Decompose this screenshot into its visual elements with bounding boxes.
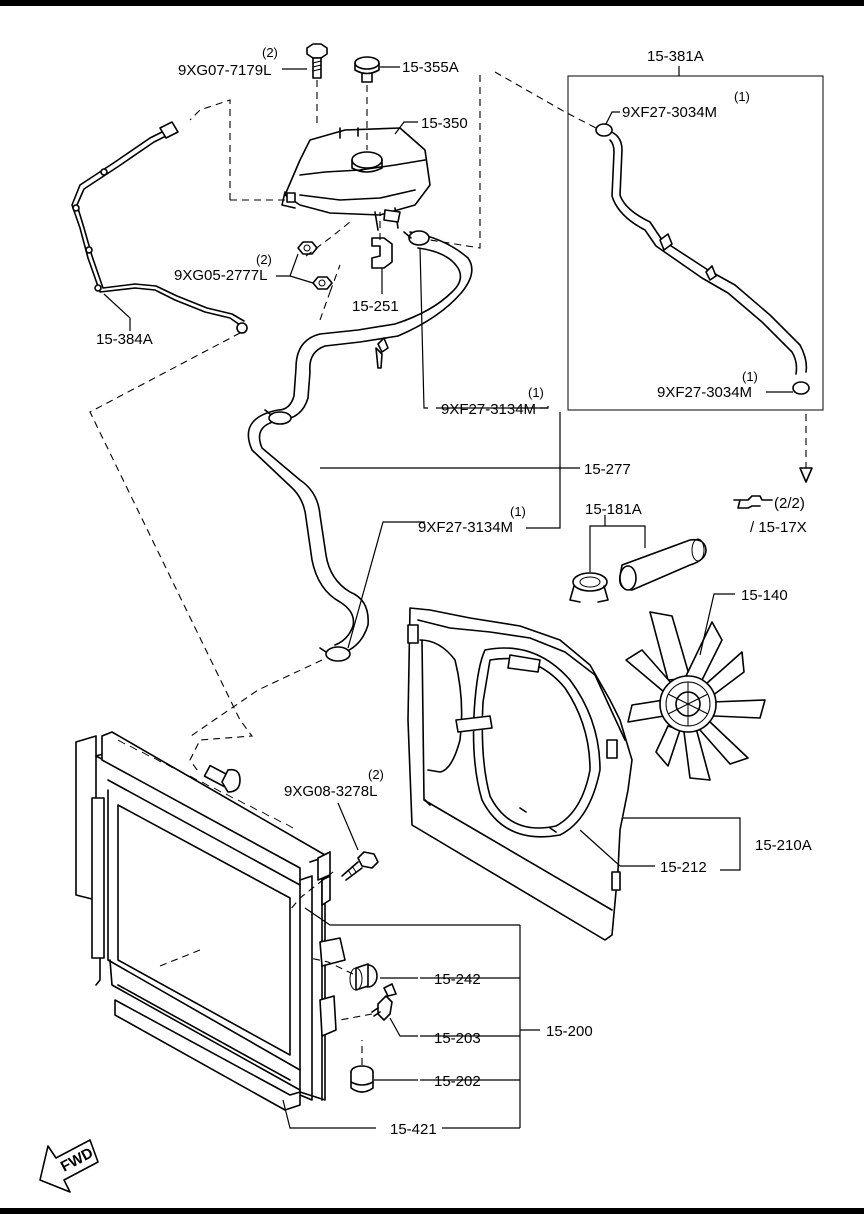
hose-381a-box [567, 75, 824, 411]
nut-left-qty: (2) [256, 252, 272, 267]
radiator-cushion [349, 963, 378, 991]
tank-bracket [371, 237, 393, 269]
upper-hose-clip-lower [319, 646, 351, 662]
clip-381a-bottom-qty: (1) [742, 369, 758, 384]
bolt-radiator-label: 9XG08-3278L [284, 783, 377, 800]
fan-shroud [407, 607, 633, 941]
cooling-fan [625, 611, 766, 781]
tank-label: 15-350 [421, 115, 468, 132]
top-border [0, 0, 864, 6]
radiator-assy-label: 15-200 [546, 1023, 593, 1040]
nut-left-lower [312, 276, 333, 290]
upper-hose-label: 15-277 [584, 461, 631, 478]
hose-381a-label: 15-381A [647, 48, 704, 65]
clip-381a-top-qty: (1) [734, 89, 750, 104]
reference-section: / 15-17X [750, 519, 807, 536]
nut-left-upper [297, 241, 318, 255]
cushion-label: 15-242 [434, 971, 481, 988]
hose-181a-clip [569, 572, 609, 603]
bolt-top-qty: (2) [262, 45, 278, 60]
hose-181a [618, 538, 707, 591]
bolt-radiator-qty: (2) [368, 767, 384, 782]
clip-lower-qty: (1) [510, 504, 526, 519]
fan-label: 15-140 [741, 587, 788, 604]
callout-labels: (2) 9XG07-7179L 15-355A 15-350 15-381A (… [96, 45, 812, 1138]
pipe-384a-label: 15-384A [96, 331, 153, 348]
clip-lower-label: 9XF27-3134M [418, 519, 513, 536]
radiator-core [75, 731, 346, 1111]
top-bolt [306, 43, 328, 79]
upper-radiator-hose [247, 231, 473, 653]
upper-hose-clip-tank [403, 230, 430, 246]
bolt-top-label: 9XG07-7179L [178, 62, 271, 79]
radiator-mount-rubber [350, 1065, 374, 1093]
shroud-part-label: 15-212 [660, 859, 707, 876]
radiator-core-label: 15-421 [390, 1121, 437, 1138]
clip-381a-top-label: 9XF27-3034M [622, 104, 717, 121]
nut-left-label: 9XG05-2777L [174, 267, 267, 284]
mount-rubber-label: 15-202 [434, 1073, 481, 1090]
drain-plug-label: 15-203 [434, 1030, 481, 1047]
shroud-set-label: 15-210A [755, 837, 812, 854]
reservoir-tank [281, 127, 431, 231]
cap-label: 15-355A [402, 59, 459, 76]
reference-hand-icon [733, 495, 773, 509]
reference-page: (2/2) [774, 495, 805, 512]
tank-cap [354, 56, 380, 83]
bracket-label: 15-251 [352, 298, 399, 315]
overflow-pipe [71, 121, 248, 334]
clip-upper-qty: (1) [528, 385, 544, 400]
fwd-arrow-icon: FWD [39, 1139, 99, 1193]
bottom-border [0, 1208, 864, 1214]
leader-lines [103, 66, 793, 1129]
clip-upper-label: 9XF27-3134M [441, 401, 536, 418]
drain-plug [371, 983, 397, 1021]
upper-hose-clip-mid [264, 409, 292, 425]
radiator-bolt [341, 851, 379, 881]
clip-381a-bottom-label: 9XF27-3034M [657, 384, 752, 401]
assembly-lines [89, 71, 813, 1065]
hose-181a-label: 15-181A [585, 501, 642, 518]
